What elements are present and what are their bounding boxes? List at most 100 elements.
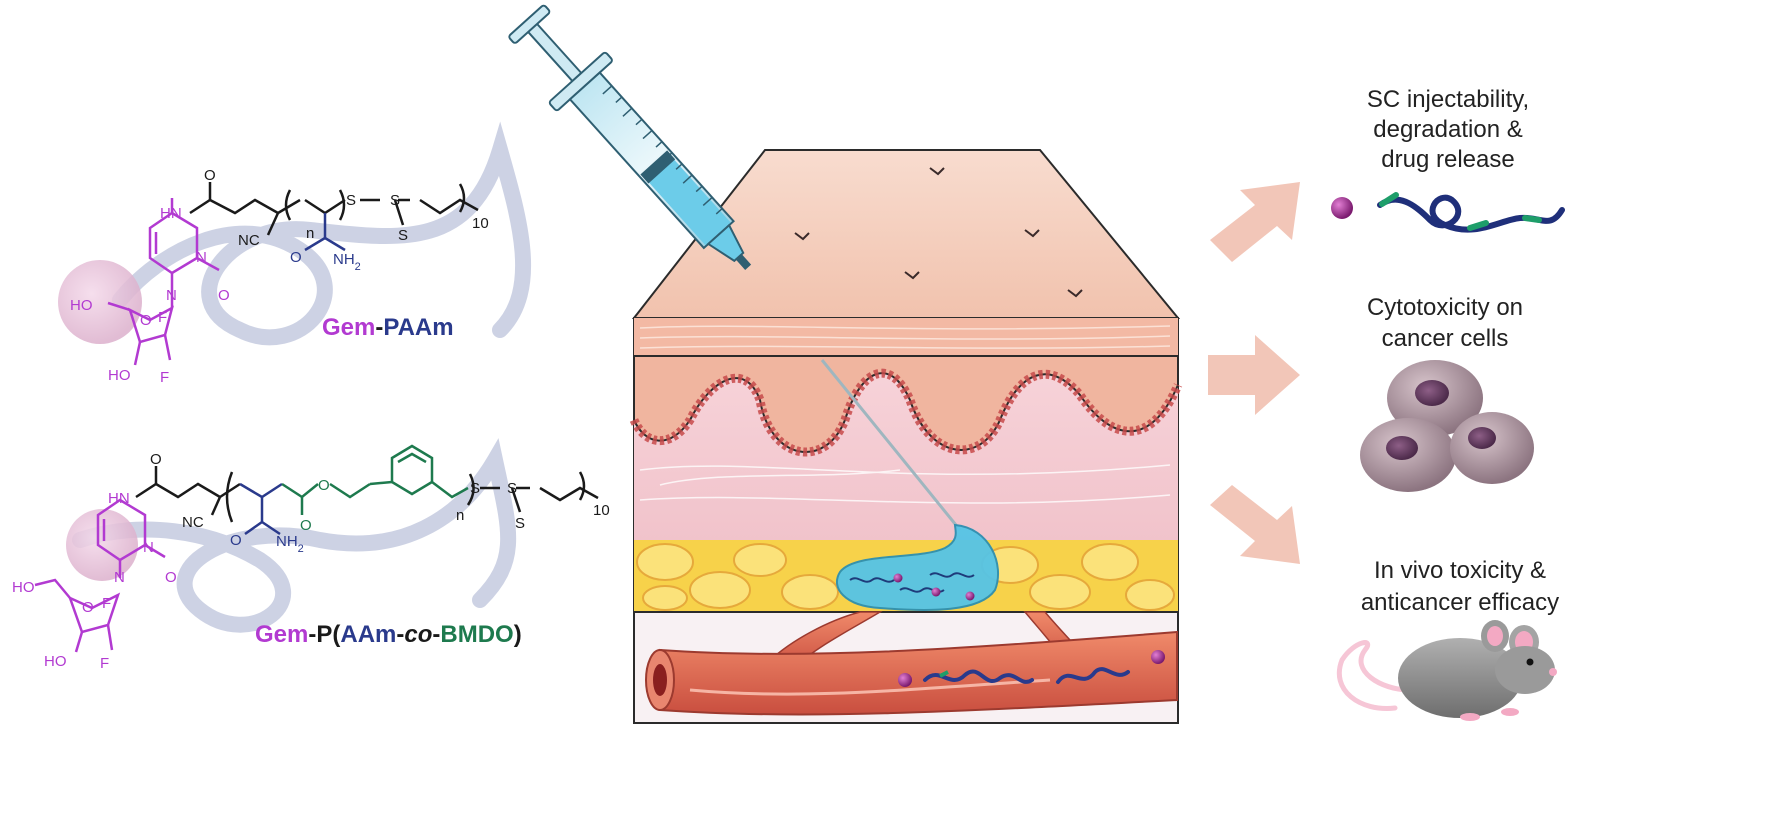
arrow-down bbox=[1210, 485, 1300, 564]
atom-f1-2: F bbox=[102, 595, 111, 612]
polymer-coil-2 bbox=[72, 438, 517, 633]
mouse-ear-back-inner bbox=[1487, 626, 1503, 646]
syringe-needle-base bbox=[735, 254, 752, 270]
syringe-graduations bbox=[602, 85, 723, 215]
outcome-1-line-1: SC injectability, bbox=[1367, 86, 1529, 113]
atom-ho1-2: HO bbox=[12, 579, 35, 596]
atom-nc: NC bbox=[238, 232, 260, 249]
degraded-polymer-segments bbox=[1379, 192, 1542, 231]
outcome-2: Cytotoxicity on cancer cells bbox=[1360, 294, 1534, 492]
dermis-fibers bbox=[639, 464, 1171, 504]
paam-unit-2 bbox=[239, 482, 283, 536]
syringe-liquid bbox=[647, 158, 731, 246]
atom-o2: O bbox=[218, 287, 230, 304]
gem-highlight-sphere-2 bbox=[66, 509, 138, 581]
outcome-3: In vivo toxicity & anticancer efficacy bbox=[1336, 557, 1559, 721]
mouse-head bbox=[1495, 646, 1555, 694]
atom-o-ester-2: O bbox=[318, 477, 330, 494]
atom-f2: F bbox=[160, 369, 169, 386]
atom-o-amide-2: O bbox=[230, 532, 242, 549]
atom-f1: F bbox=[158, 309, 167, 326]
polymer-in-vessel-1 bbox=[923, 669, 1034, 684]
cytosine-ring-1 bbox=[148, 198, 220, 290]
sugar-ring-2 bbox=[34, 578, 121, 653]
outcome-2-line-2: cancer cells bbox=[1382, 325, 1509, 352]
outcome-3-line-1: In vivo toxicity & bbox=[1374, 557, 1546, 584]
atom-nh2: NH2 bbox=[333, 251, 361, 273]
syringe-thumb-rest bbox=[508, 4, 551, 44]
mouse-body bbox=[1398, 638, 1522, 718]
outcome-1-line-2: degradation & bbox=[1373, 116, 1522, 143]
atom-o-top-2: O bbox=[150, 451, 162, 468]
skin-cross-section bbox=[629, 149, 1183, 724]
atom-s1: S bbox=[346, 192, 356, 209]
atom-n1: N bbox=[166, 287, 177, 304]
syringe-hub bbox=[706, 223, 745, 263]
gel-depot bbox=[835, 523, 1000, 611]
atom-s2-2: S bbox=[507, 480, 517, 497]
degraded-polymer bbox=[1377, 194, 1565, 233]
atom-s3: S bbox=[398, 227, 408, 244]
outcome-arrows bbox=[1208, 182, 1300, 564]
cancer-cell-1-nucleus bbox=[1415, 380, 1449, 406]
atom-ho2: HO bbox=[108, 367, 131, 384]
atom-o-ring-2: O bbox=[82, 599, 94, 616]
depot-bead-3 bbox=[931, 587, 941, 597]
atom-ho1: HO bbox=[70, 297, 93, 314]
atom-o-ester-1: O bbox=[300, 517, 312, 534]
bmdo-unit bbox=[281, 444, 469, 515]
depot-bead-1 bbox=[893, 573, 903, 583]
atom-n2-2: N bbox=[143, 539, 154, 556]
gem-highlight-sphere-1 bbox=[58, 260, 142, 344]
outcome-2-line-1: Cytotoxicity on bbox=[1367, 294, 1523, 321]
atom-n-repeat: n bbox=[306, 225, 314, 242]
mouse-tail bbox=[1336, 640, 1413, 711]
atom-n1-2: N bbox=[114, 569, 125, 586]
mouse-foot-1 bbox=[1460, 713, 1480, 721]
molecule-name-gem-p-aam-co-bmdo: Gem-P(AAm-co-BMDO) bbox=[255, 621, 522, 648]
atom-o-amide: O bbox=[290, 249, 302, 266]
mouse-foot-2 bbox=[1501, 708, 1519, 716]
atom-o-top: O bbox=[204, 167, 216, 184]
molecule-name-gem-paam: Gem-PAAm bbox=[322, 314, 454, 341]
arrow-up bbox=[1210, 182, 1300, 262]
atom-nh2-2: NH2 bbox=[276, 533, 304, 555]
cancer-cell-3-nucleus bbox=[1468, 427, 1496, 449]
atom-s2: S bbox=[390, 192, 400, 209]
depot-bead-2 bbox=[965, 591, 975, 601]
atom-ho2-2: HO bbox=[44, 653, 67, 670]
cancer-cell-3 bbox=[1450, 412, 1534, 484]
atom-s1-2: S bbox=[470, 480, 480, 497]
outcome-3-line-2: anticancer efficacy bbox=[1361, 589, 1559, 616]
cancer-cell-2-nucleus bbox=[1386, 436, 1418, 460]
atom-o2-2: O bbox=[165, 569, 177, 586]
atom-o-ring: O bbox=[140, 312, 152, 329]
mouse-nose bbox=[1549, 668, 1557, 676]
fat-cells bbox=[636, 543, 1175, 611]
linker-chain-1 bbox=[189, 182, 479, 236]
molecule-gem-p-aam-co-bmdo: O HN N N O HO O F HO F NC O NH2 O O n S … bbox=[12, 438, 610, 672]
sugar-ring-1 bbox=[107, 290, 174, 366]
epidermis-lines bbox=[639, 325, 1171, 349]
bead-in-vessel-2 bbox=[1151, 650, 1165, 664]
atom-n-repeat-2: n bbox=[456, 507, 464, 524]
mouse-eye bbox=[1526, 658, 1534, 666]
atom-s3-2: S bbox=[515, 515, 525, 532]
vessel-highlight bbox=[689, 678, 1051, 696]
atom-hn-2: HN bbox=[108, 490, 130, 507]
atom-hn: HN bbox=[160, 205, 182, 222]
syringe bbox=[508, 4, 752, 270]
released-drug-bead bbox=[1331, 197, 1353, 219]
syringe-plunger-rod bbox=[524, 19, 583, 83]
outcome-1: SC injectability, degradation & drug rel… bbox=[1331, 86, 1565, 233]
atom-n2: N bbox=[196, 249, 207, 266]
polymer-coil-1 bbox=[112, 121, 532, 346]
needle bbox=[820, 359, 962, 531]
vessel-lumen bbox=[653, 664, 667, 696]
polymer-in-vessel-1-segment bbox=[939, 670, 949, 678]
bead-in-vessel-1 bbox=[898, 673, 912, 687]
atom-sub10-2: 10 bbox=[593, 502, 610, 519]
outcome-1-line-3: drug release bbox=[1381, 146, 1514, 173]
polymer-in-vessel-2 bbox=[1056, 667, 1130, 684]
